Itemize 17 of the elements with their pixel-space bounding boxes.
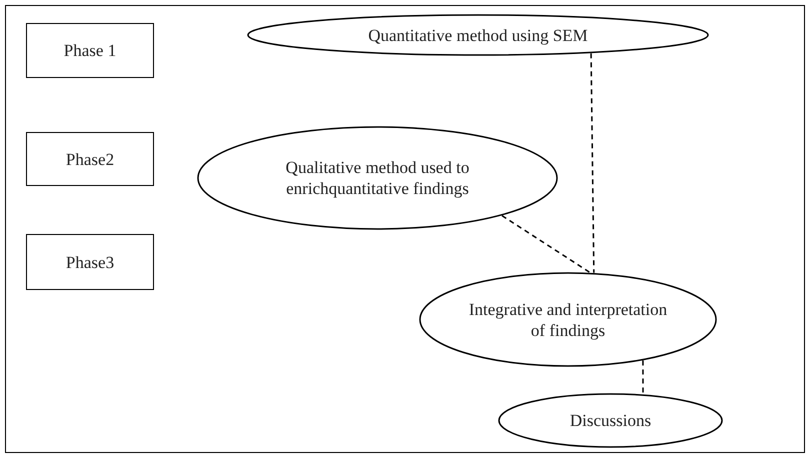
node-label: Discussions [570,410,652,431]
node-label: Integrative and interpretation of findings [468,298,668,340]
node-label: Phase3 [66,252,114,272]
dashed-connector [642,360,644,394]
dashed-connector [502,215,590,274]
ellipse-node [498,393,723,448]
ellipse-node [419,272,717,367]
ellipse-node [197,126,558,230]
phase-box [26,23,154,78]
node-label: Qualitative method used to enrichquantitative findings [284,157,470,199]
dashed-connector [590,53,595,273]
node-label: Phase 1 [64,40,116,61]
phase-box [26,132,154,186]
phase-box [26,234,154,290]
ellipse-node [247,14,709,56]
node-label: Quantitative method using SEM [368,24,588,46]
node-label: Phase2 [66,148,114,170]
